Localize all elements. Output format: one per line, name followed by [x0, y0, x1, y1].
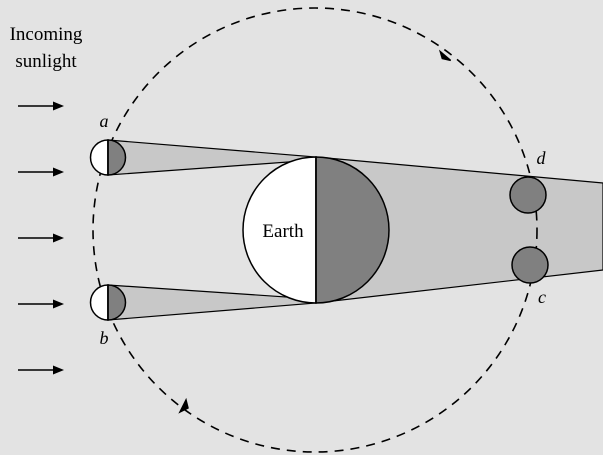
- earth-night-side: [315, 156, 390, 304]
- moon-c: [511, 246, 549, 284]
- right-arrow-icon: [18, 167, 64, 177]
- moon-b: [89, 284, 127, 321]
- earth-day-side: [242, 156, 317, 304]
- right-arrow-icon: [18, 365, 64, 375]
- arrowhead-icon: [178, 397, 189, 414]
- moon-d: [509, 176, 547, 214]
- moon-orbit: [92, 7, 538, 453]
- right-arrow-icon: [18, 101, 64, 111]
- moon-a: [89, 139, 127, 176]
- moon-label-c: c: [538, 287, 546, 307]
- earth-label: Earth: [262, 221, 304, 242]
- arrowhead-icon: [438, 49, 452, 62]
- moon-label-a: a: [100, 111, 109, 131]
- right-arrow-icon: [18, 299, 64, 309]
- caption-line-2: sunlight: [15, 51, 77, 72]
- caption-line-1: Incoming: [10, 24, 83, 45]
- moon-label-b: b: [100, 328, 109, 348]
- right-arrow-icon: [18, 233, 64, 243]
- moon-label-d: d: [537, 148, 547, 168]
- earth: [242, 156, 390, 304]
